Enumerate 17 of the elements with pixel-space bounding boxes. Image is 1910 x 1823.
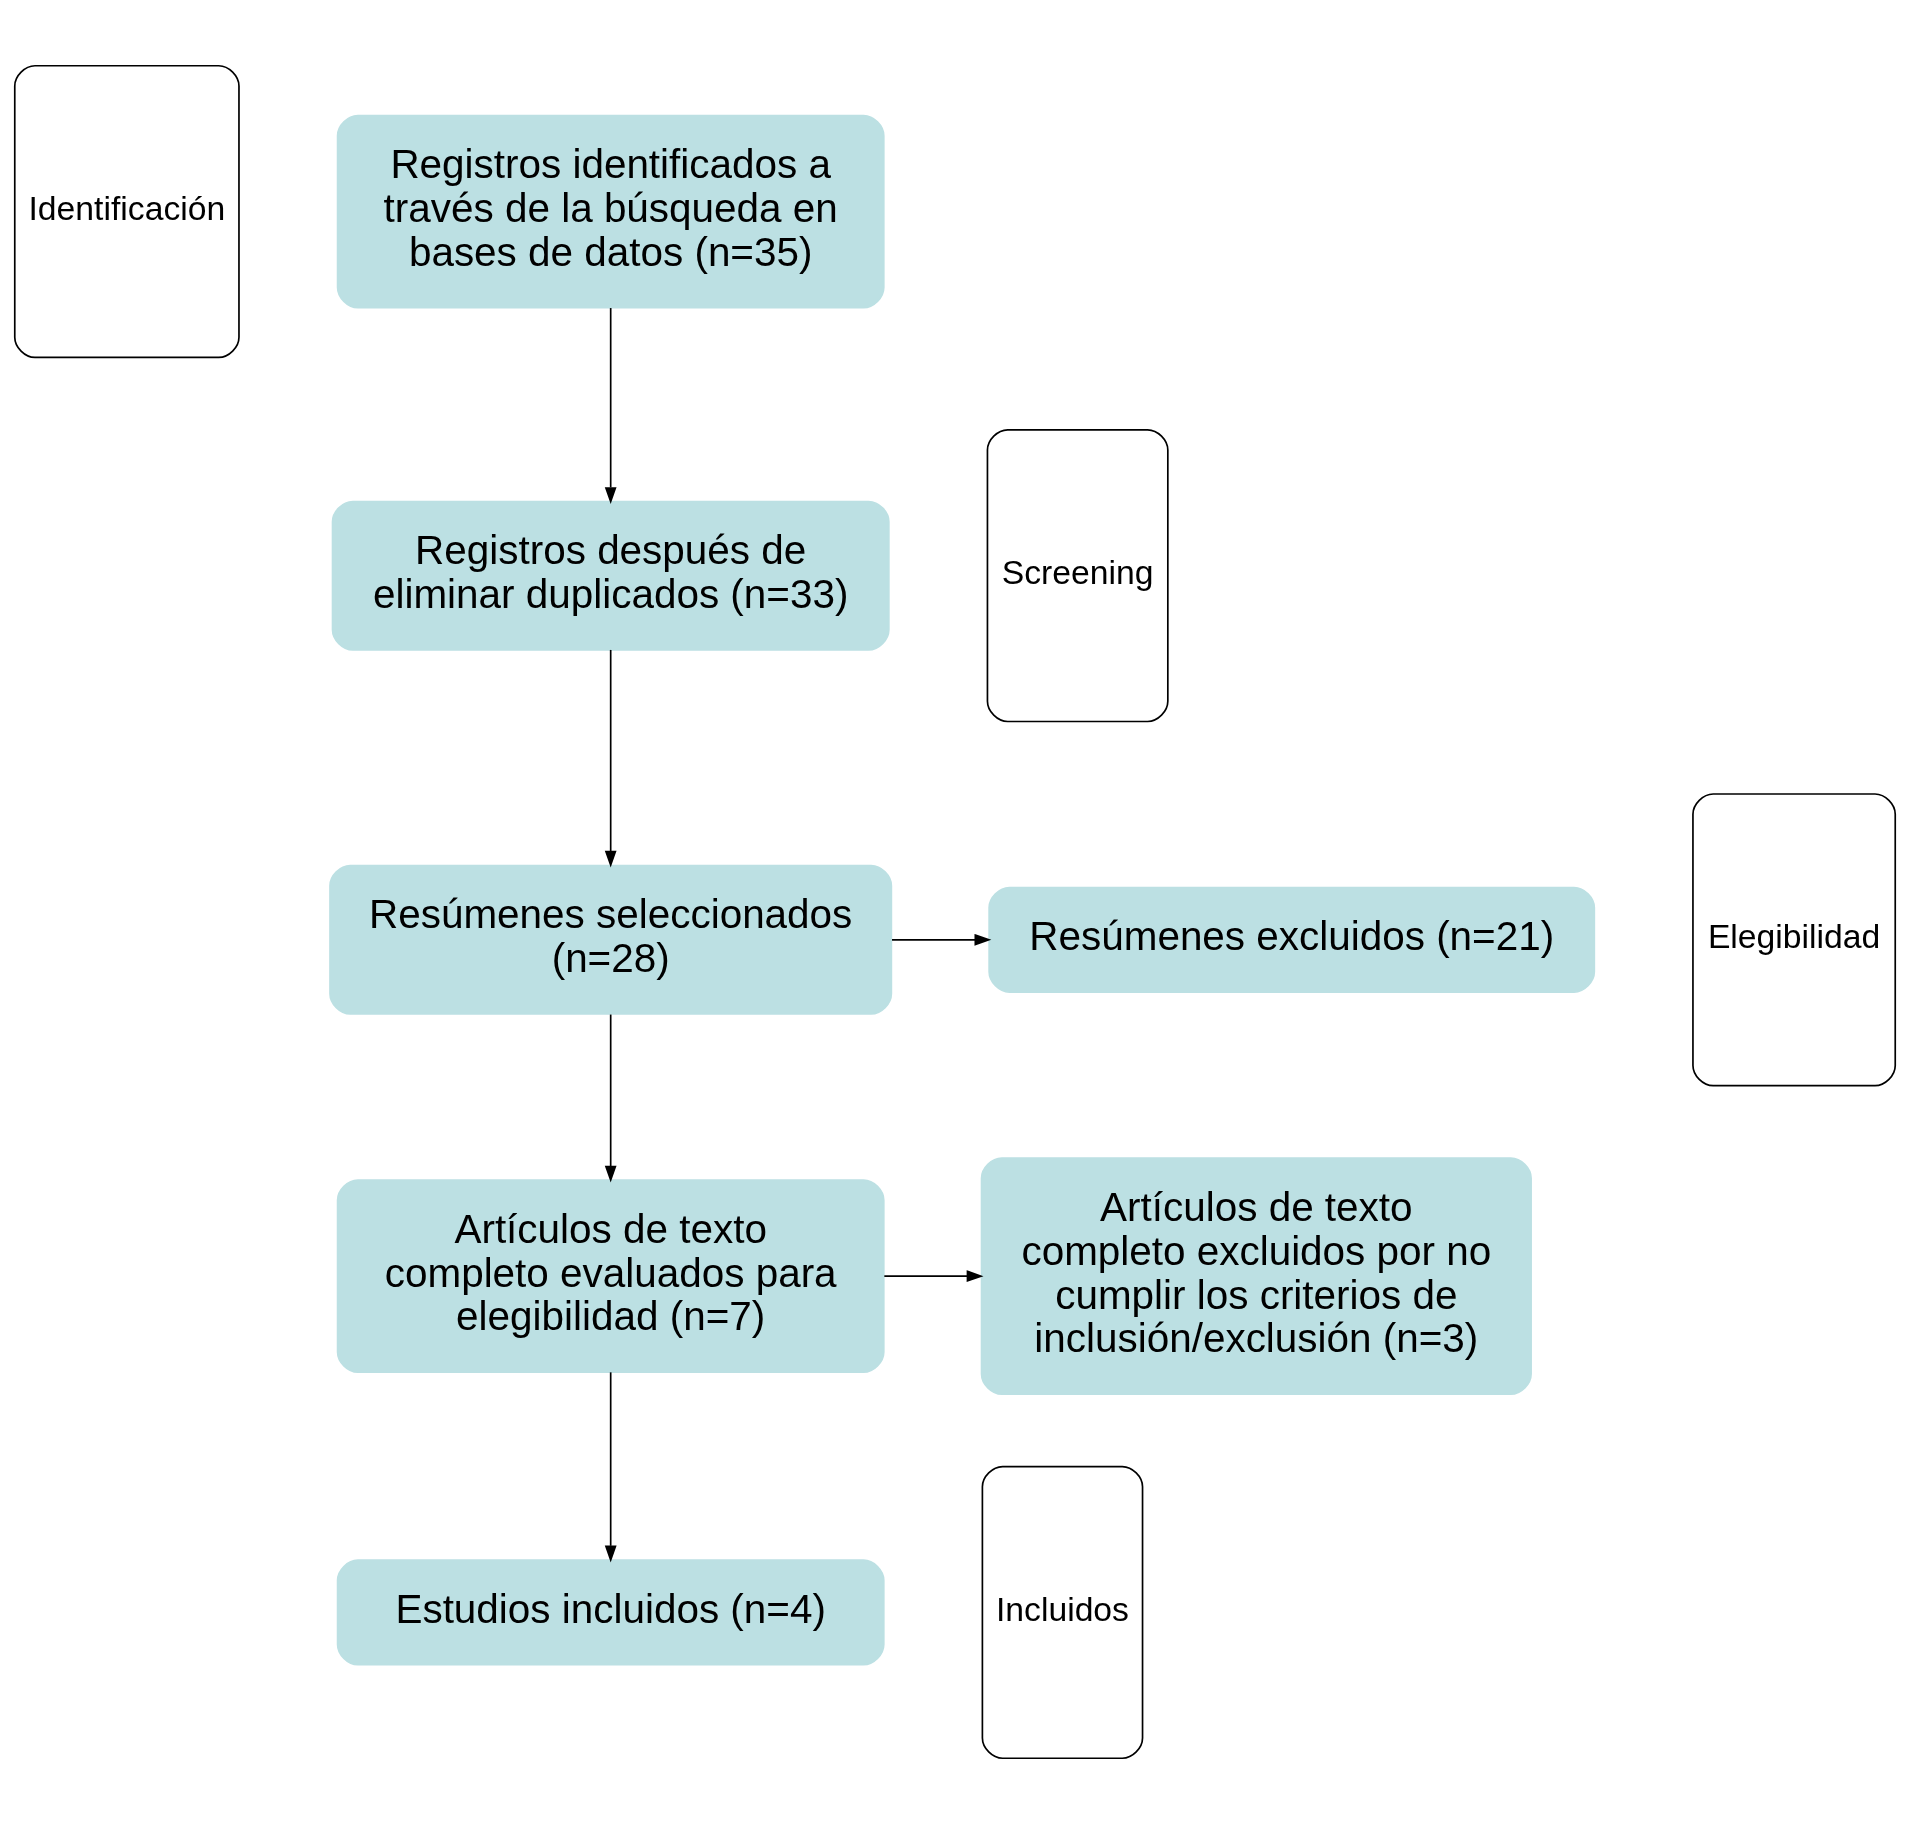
arrow [604,1371,617,1562]
arrow [883,1269,984,1282]
node-box: Artículos de texto completo excluidos por no cumplir los criterios de inclusión/exclusión (n=3) [980,1156,1532,1395]
arrow [891,933,992,946]
node-box: Registros después de eliminar duplicados (n=33) [331,500,890,651]
arrow [604,1013,617,1183]
arrow [604,648,617,868]
node-box: Elegibilidad [1692,792,1897,1086]
arrow [604,306,617,504]
node-box: Screening [986,428,1169,722]
node-box: Identificación [13,64,240,358]
node-box: Resúmenes excluidos (n=21) [988,886,1596,993]
node-box: Resúmenes seleccionados (n=28) [329,864,893,1015]
node-box: Registros identificados a través de la búsqueda en bases de datos (n=35) [336,114,885,308]
node-box: Artículos de texto completo evaluados para elegibilidad (n=7) [336,1178,885,1373]
node-box: Estudios incluidos (n=4) [336,1558,885,1666]
node-box: Incluidos [981,1465,1144,1759]
